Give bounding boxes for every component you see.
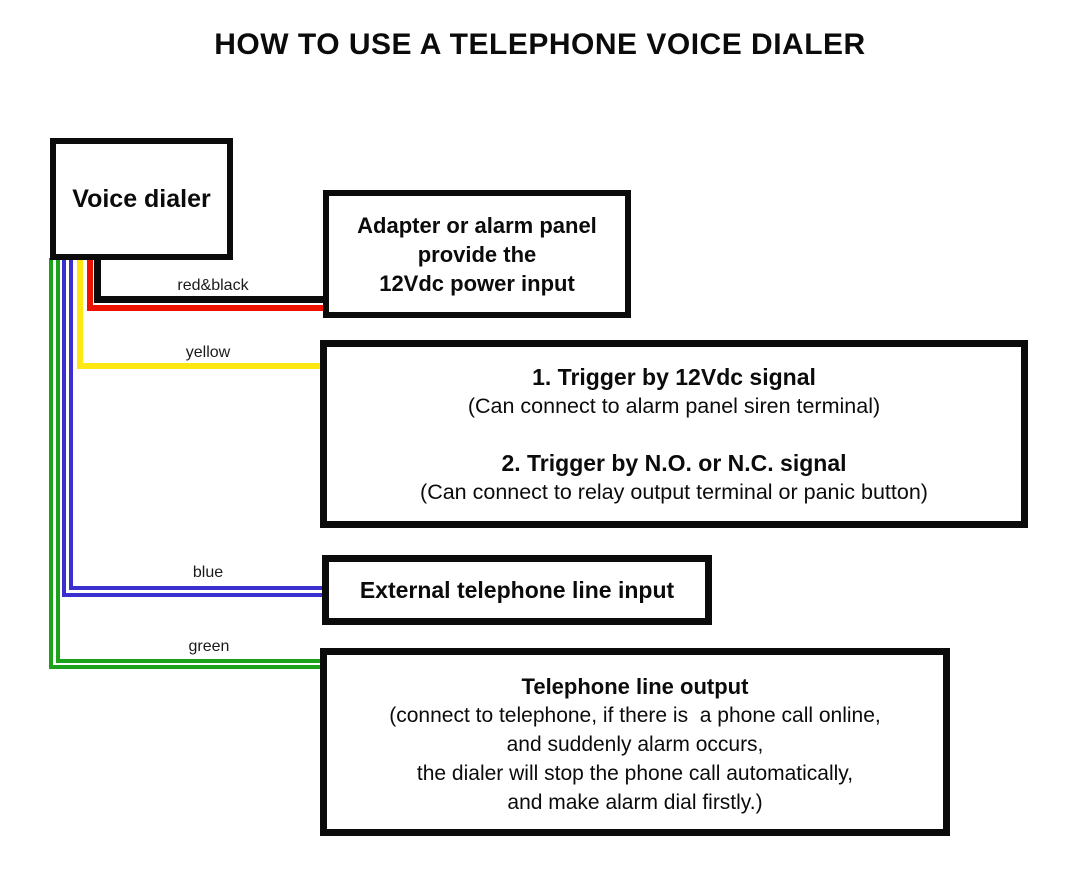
telephone-line-output-line: (connect to telephone, if there is a pho… xyxy=(389,704,881,727)
power-box-line: provide the xyxy=(417,242,537,267)
yellow-wire xyxy=(77,258,322,369)
red-black-wire-label: red&black xyxy=(177,277,249,294)
trigger-item1-title: 1. Trigger by 12Vdc signal xyxy=(532,364,816,390)
black-wire xyxy=(94,256,323,303)
telephone-line-output-line: and suddenly alarm occurs, xyxy=(506,733,764,756)
telephone-line-output-box: Telephone line output (connect to teleph… xyxy=(320,648,950,836)
power-box-line: Adapter or alarm panel xyxy=(357,213,597,238)
telephone-line-output-line: and make alarm dial firstly.) xyxy=(507,791,763,814)
blue-wire-inner xyxy=(69,258,322,590)
green-wire-label: green xyxy=(188,638,230,655)
trigger-item1-note: (Can connect to alarm panel siren termin… xyxy=(467,394,881,418)
blue-wire-label: blue xyxy=(192,564,224,581)
telephone-line-input-label: External telephone line input xyxy=(359,576,675,603)
power-input-box: Adapter or alarm panel provide the 12Vdc… xyxy=(323,190,631,318)
voice-dialer-label: Voice dialer xyxy=(72,184,211,213)
red-wire xyxy=(87,256,323,311)
trigger-signal-box: 1. Trigger by 12Vdc signal (Can connect … xyxy=(320,340,1028,528)
telephone-line-output-line: the dialer will stop the phone call auto… xyxy=(416,762,854,785)
blue-wire-outer xyxy=(62,258,322,597)
telephone-line-input-box: External telephone line input xyxy=(322,555,712,625)
power-box-line: 12Vdc power input xyxy=(379,271,575,296)
voice-dialer-box: Voice dialer xyxy=(50,138,233,260)
page-title: HOW TO USE A TELEPHONE VOICE DIALER xyxy=(214,28,866,61)
telephone-line-output-title: Telephone line output xyxy=(521,674,749,699)
trigger-item2-note: (Can connect to relay output terminal or… xyxy=(420,480,928,504)
yellow-wire-label: yellow xyxy=(185,344,231,361)
trigger-item2-title: 2. Trigger by N.O. or N.C. signal xyxy=(501,450,847,476)
green-wire-outer xyxy=(49,258,322,669)
green-wire-inner xyxy=(56,258,322,663)
